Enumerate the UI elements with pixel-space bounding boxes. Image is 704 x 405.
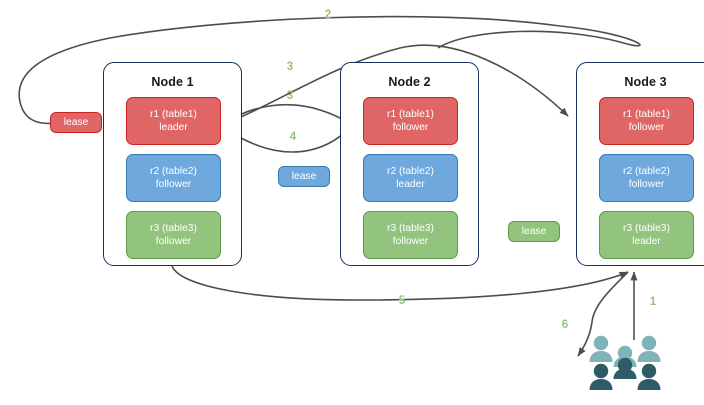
people-group-icon[interactable] (587, 334, 663, 392)
replica-line1: r1 (table1) (387, 109, 434, 120)
lease-badge-r3[interactable]: lease (508, 221, 560, 242)
replica-node1-r3[interactable]: r3 (table3) follower (126, 211, 221, 259)
replica-line1: r1 (table1) (150, 109, 197, 120)
node-box-node3[interactable]: Node 3 r1 (table1) follower r2 (table2) … (576, 62, 704, 266)
replica-line1: r3 (table3) (150, 223, 197, 234)
edge-label-3b: 3 (286, 90, 294, 102)
replica-line2: leader (396, 179, 425, 190)
lease-badge-r1[interactable]: lease (50, 112, 102, 133)
replica-node2-r2[interactable]: r2 (table2) leader (363, 154, 458, 202)
edge-label-5: 5 (398, 295, 406, 307)
replica-line2: follower (155, 179, 192, 190)
replica-line2: follower (392, 122, 429, 133)
replica-line2: follower (392, 236, 429, 247)
node-box-node1[interactable]: Node 1 r1 (table1) leader r2 (table2) fo… (103, 62, 242, 266)
replica-line2: leader (159, 122, 188, 133)
replica-node3-r2[interactable]: r2 (table2) follower (599, 154, 694, 202)
person-front-right (637, 363, 661, 390)
edge-label-3a: 3 (286, 61, 294, 73)
node-title-node3: Node 3 (624, 75, 667, 89)
replica-line1: r1 (table1) (623, 109, 670, 120)
person-back-right (637, 335, 661, 362)
node-title-node1: Node 1 (151, 75, 194, 89)
replica-line1: r3 (table3) (623, 223, 670, 234)
node-box-node2[interactable]: Node 2 r1 (table1) follower r2 (table2) … (340, 62, 479, 266)
edge-label-1: 1 (649, 296, 657, 308)
node-title-node2: Node 2 (388, 75, 431, 89)
replica-node1-r1[interactable]: r1 (table1) leader (126, 97, 221, 145)
person-front-center (613, 357, 637, 379)
replica-line2: follower (628, 122, 665, 133)
replica-node3-r1[interactable]: r1 (table1) follower (599, 97, 694, 145)
replica-node2-r1[interactable]: r1 (table1) follower (363, 97, 458, 145)
replica-line2: follower (628, 179, 665, 190)
replica-node3-r3[interactable]: r3 (table3) leader (599, 211, 694, 259)
replica-line1: r2 (table2) (150, 166, 197, 177)
replica-line1: r2 (table2) (387, 166, 434, 177)
replica-line1: r2 (table2) (623, 166, 670, 177)
edge-label-6: 6 (561, 319, 569, 331)
replica-node1-r2[interactable]: r2 (table2) follower (126, 154, 221, 202)
person-back-left (589, 335, 613, 362)
replica-line2: follower (155, 236, 192, 247)
lease-label: lease (63, 117, 89, 128)
edge-label-2: 2 (324, 9, 332, 21)
replica-node2-r3[interactable]: r3 (table3) follower (363, 211, 458, 259)
lease-label: lease (291, 171, 317, 182)
edge-3b-path (223, 103, 351, 125)
lease-label: lease (521, 226, 547, 237)
lease-badge-r2[interactable]: lease (278, 166, 330, 187)
edge-label-4: 4 (289, 131, 297, 143)
replica-line1: r3 (table3) (387, 223, 434, 234)
person-front-left (589, 363, 613, 390)
replica-line2: leader (632, 236, 661, 247)
